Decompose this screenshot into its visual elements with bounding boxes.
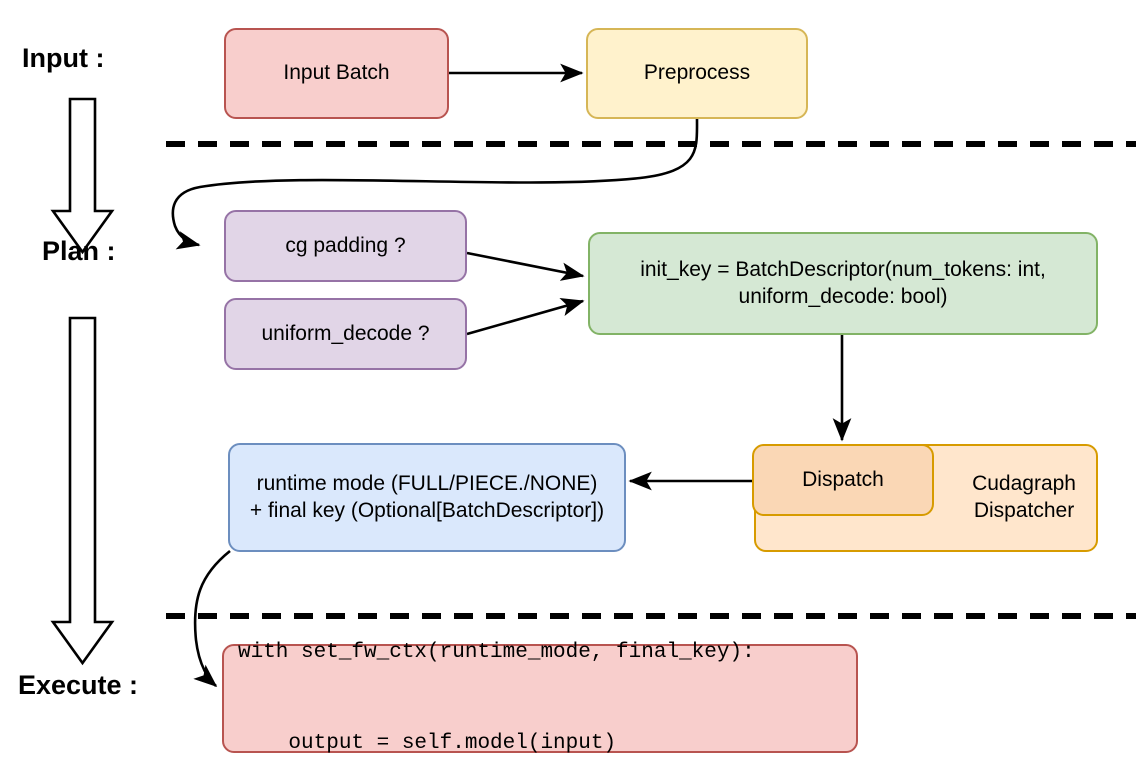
node-execute-code-line-1: with set_fw_ctx(runtime_mode, final_key)…: [238, 640, 755, 664]
node-input-batch[interactable]: Input Batch: [224, 28, 449, 119]
node-execute-code[interactable]: with set_fw_ctx(runtime_mode, final_key)…: [222, 641, 858, 755]
node-runtime-mode-line-2: + final key (Optional[BatchDescriptor]): [249, 498, 605, 522]
node-cudagraph-dispatcher-line-2: Dispatcher: [973, 499, 1075, 522]
node-init-key-line-2: uniform_decode: bool): [738, 284, 948, 308]
node-runtime-mode[interactable]: runtime mode (FULL/PIECE./NONE) + final …: [228, 443, 626, 552]
stage-label-plan: Plan :: [42, 236, 116, 266]
node-init-key[interactable]: init_key = BatchDescriptor(num_tokens: i…: [588, 232, 1098, 335]
node-preprocess[interactable]: Preprocess: [586, 28, 808, 119]
block-arrow-plan-to-execute: [50, 316, 115, 666]
node-uniform-decode[interactable]: uniform_decode ?: [224, 298, 467, 370]
node-execute-code-line-2: output = self.model(input): [238, 731, 617, 755]
node-cg-padding[interactable]: cg padding ?: [224, 210, 467, 282]
stage-label-execute: Execute :: [18, 670, 139, 700]
edge-uniform-decode-to-init-key: [466, 297, 585, 336]
node-runtime-mode-line-1: runtime mode (FULL/PIECE./NONE): [256, 471, 598, 495]
node-cudagraph-dispatcher-line-1: Cudagraph: [972, 472, 1076, 496]
stage-label-input: Input :: [22, 43, 105, 73]
block-arrow-input-to-plan: [50, 97, 115, 255]
edge-cg-padding-to-init-key: [466, 251, 585, 281]
node-init-key-line-1: init_key = BatchDescriptor(num_tokens: i…: [640, 257, 1046, 281]
node-dispatch[interactable]: Dispatch: [752, 444, 934, 516]
